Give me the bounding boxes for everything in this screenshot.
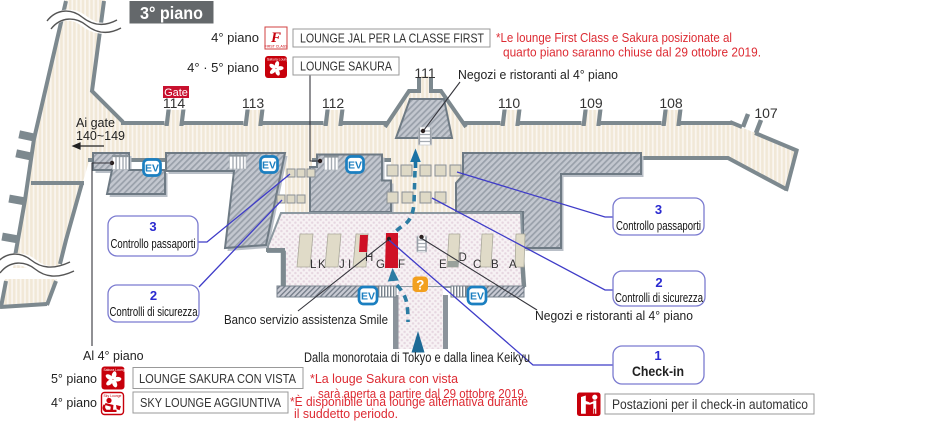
svg-text:1: 1 <box>654 348 661 363</box>
svg-text:EV: EV <box>145 163 159 175</box>
svg-text:109: 109 <box>579 95 603 111</box>
svg-text:I: I <box>348 259 351 271</box>
svg-text:F: F <box>270 30 281 46</box>
svg-text:108: 108 <box>659 95 683 111</box>
svg-text:Controllo passaporti: Controllo passaporti <box>616 219 701 233</box>
svg-text:EV: EV <box>348 160 362 172</box>
svg-text:il suddetto periodo.: il suddetto periodo. <box>294 407 398 421</box>
svg-text:111: 111 <box>414 65 435 81</box>
svg-text:3° piano: 3° piano <box>140 3 203 23</box>
svg-text:Sky Lounge: Sky Lounge <box>104 394 122 398</box>
svg-text:FIRST CLASS: FIRST CLASS <box>264 45 288 49</box>
svg-text:Postazioni per il check-in aut: Postazioni per il check-in automatico <box>612 397 808 412</box>
svg-text:K: K <box>318 259 326 271</box>
svg-text:H: H <box>365 252 373 264</box>
svg-text:Al 4° piano: Al 4° piano <box>83 349 144 363</box>
svg-text:EV: EV <box>470 291 484 303</box>
svg-text:2: 2 <box>150 288 157 303</box>
svg-text:Negozi e ristoranti al 4° pian: Negozi e ristoranti al 4° piano <box>458 67 618 82</box>
svg-text:Sakura Lounge: Sakura Lounge <box>104 368 127 372</box>
svg-text:Controllo passaporti: Controllo passaporti <box>111 237 196 251</box>
svg-text:114: 114 <box>163 95 186 111</box>
svg-text:Ai gate: Ai gate <box>76 116 115 130</box>
svg-text:L: L <box>310 259 317 271</box>
svg-text:D: D <box>459 252 467 264</box>
svg-text:4° piano: 4° piano <box>51 396 97 410</box>
svg-text:2: 2 <box>655 275 662 290</box>
svg-text:LOUNGE SAKURA CON VISTA: LOUNGE SAKURA CON VISTA <box>139 371 296 386</box>
svg-text:?: ? <box>416 278 424 293</box>
svg-text:sarà aperta a partire dal 29 o: sarà aperta a partire dal 29 ottobre 201… <box>318 387 527 401</box>
svg-text:*Le lounge First Class e Sakur: *Le lounge First Class e Sakura posizion… <box>496 30 732 45</box>
svg-text:Check-in: Check-in <box>632 363 684 379</box>
svg-text:Controlli di sicurezza: Controlli di sicurezza <box>615 291 703 305</box>
svg-text:Negozi e ristoranti al 4° pian: Negozi e ristoranti al 4° piano <box>535 308 693 323</box>
svg-text:EV: EV <box>361 291 375 303</box>
svg-text:Gate: Gate <box>164 87 188 99</box>
svg-text:J: J <box>339 259 345 271</box>
svg-text:G: G <box>376 259 385 271</box>
svg-text:LOUNGE JAL PER LA CLASSE FIRST: LOUNGE JAL PER LA CLASSE FIRST <box>300 31 484 46</box>
svg-text:140~149: 140~149 <box>76 129 125 143</box>
svg-text:A: A <box>509 259 517 271</box>
svg-text:113: 113 <box>242 95 265 111</box>
svg-text:B: B <box>491 259 499 271</box>
svg-text:F: F <box>398 259 405 271</box>
svg-text:*La louge Sakura con vista: *La louge Sakura con vista <box>310 372 458 386</box>
svg-text:quarto piano saranno chiuse da: quarto piano saranno chiuse dal 29 ottob… <box>503 45 761 60</box>
svg-text:EV: EV <box>262 160 276 172</box>
svg-text:C: C <box>473 259 481 271</box>
svg-text:3: 3 <box>655 202 662 217</box>
svg-text:Sakura Lounge: Sakura Lounge <box>267 58 290 62</box>
svg-text:4° · 5° piano: 4° · 5° piano <box>187 60 259 75</box>
svg-text:SKY LOUNGE AGGIUNTIVA: SKY LOUNGE AGGIUNTIVA <box>140 395 281 410</box>
svg-text:4° piano: 4° piano <box>211 30 259 45</box>
svg-text:112: 112 <box>322 95 345 111</box>
svg-text:110: 110 <box>498 95 521 111</box>
svg-text:Banco servizio assistenza Smil: Banco servizio assistenza Smile <box>224 312 388 327</box>
svg-text:Controlli di sicurezza: Controlli di sicurezza <box>110 305 198 319</box>
svg-text:3: 3 <box>149 219 156 234</box>
svg-text:107: 107 <box>754 105 778 121</box>
svg-text:*È disponibile una lounge alte: *È disponibile una lounge alternativa du… <box>290 394 528 409</box>
svg-text:5° piano: 5° piano <box>51 372 97 386</box>
svg-text:Dalla monorotaia di Tokyo e da: Dalla monorotaia di Tokyo e dalla linea … <box>304 350 530 365</box>
svg-text:E: E <box>439 259 447 271</box>
svg-text:LOUNGE SAKURA: LOUNGE SAKURA <box>300 59 392 74</box>
